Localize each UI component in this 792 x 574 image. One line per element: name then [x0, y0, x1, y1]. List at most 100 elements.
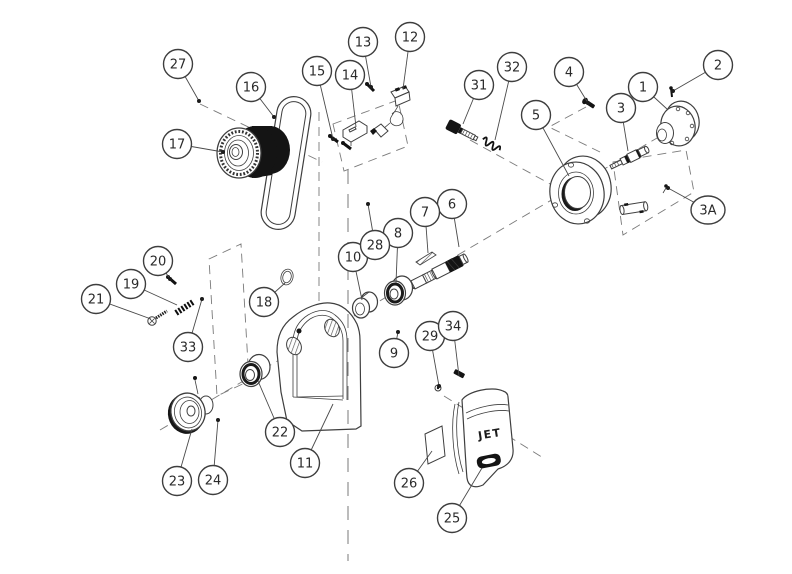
balloon-circle — [605, 92, 637, 124]
balloon-5: 5 — [520, 99, 570, 177]
balloon-25: 25 — [436, 467, 483, 534]
balloon-label: 26 — [401, 477, 418, 492]
balloon-label: 6 — [448, 198, 456, 213]
balloon-circle — [289, 447, 321, 479]
balloon-label: 13 — [355, 36, 372, 51]
balloon-label: 20 — [150, 255, 167, 270]
balloon-4: 4 — [553, 56, 590, 105]
balloon-circle — [393, 467, 425, 499]
balloon-26: 26 — [393, 450, 433, 499]
balloon-29: 29 — [414, 320, 446, 388]
proximity-sensor — [370, 85, 411, 138]
balloon-label: 21 — [88, 293, 105, 308]
o-ring — [280, 268, 294, 286]
roll-pin — [619, 201, 649, 216]
balloon-label: 34 — [445, 320, 462, 335]
balloon-circle — [690, 195, 726, 225]
balloon-circle — [172, 331, 204, 363]
pin-phantom-box — [612, 149, 695, 236]
balloon-circle — [235, 71, 267, 103]
balloon-9: 9 — [378, 330, 410, 369]
balloon-17: 17 — [161, 128, 225, 160]
balloon-28: 28 — [359, 202, 391, 261]
sensor-cable — [389, 105, 404, 127]
plunger-bolt — [445, 119, 479, 142]
balloon-label: 11 — [297, 457, 314, 472]
leader-dot — [221, 150, 225, 154]
leader-dot — [197, 99, 201, 103]
balloon-circle — [520, 99, 552, 131]
balloon-18: 18 — [248, 282, 286, 318]
balloon-circle — [553, 56, 585, 88]
balloon-label: 12 — [402, 31, 419, 46]
balloon-circle — [627, 71, 659, 103]
bearing-8 — [383, 275, 414, 306]
plunger-axis-line — [469, 139, 553, 186]
bushing-10 — [351, 291, 379, 319]
balloon-circle — [378, 337, 410, 369]
leader-dot — [437, 384, 441, 388]
sensor-bracket — [342, 120, 368, 146]
balloon-label: 8 — [394, 227, 402, 242]
balloon-27: 27 — [162, 48, 201, 103]
balloon-3A: 3A — [666, 186, 726, 225]
balloon-circle — [359, 229, 391, 261]
balloon-label: 23 — [169, 475, 186, 490]
leader-dot — [586, 101, 590, 105]
balloon-label: 29 — [422, 330, 439, 345]
balloon-label: 31 — [471, 79, 488, 94]
adjusting-shaft — [609, 145, 650, 170]
leader-dot — [666, 186, 670, 190]
leader-dot — [396, 330, 400, 334]
motor-pulley — [216, 126, 290, 179]
balloon-label: 9 — [390, 347, 398, 362]
balloon-22: 22 — [257, 380, 296, 448]
balloon-label: 2 — [714, 59, 722, 74]
sensor-phantom-box — [332, 99, 409, 172]
balloon-circle — [197, 464, 229, 496]
balloon-circle — [264, 416, 296, 448]
balloon-circle — [161, 465, 193, 497]
hub-flange — [656, 100, 700, 147]
balloon-31: 31 — [462, 69, 495, 125]
screw4-axis — [548, 106, 601, 153]
balloon-label: 3 — [617, 102, 625, 117]
plunger-spring — [482, 136, 502, 151]
screw-2 — [669, 86, 673, 98]
balloon-15: 15 — [301, 55, 335, 141]
handwheel — [167, 392, 214, 434]
balloon-label: 22 — [272, 426, 289, 441]
balloon-7: 7 — [409, 196, 441, 254]
balloon-8: 8 — [382, 217, 414, 284]
leader-dot — [200, 297, 204, 301]
balloon-circle — [161, 128, 193, 160]
balloon-32: 32 — [494, 51, 528, 141]
handwheel-pin — [193, 376, 199, 395]
leader-dot — [272, 115, 276, 119]
balloon-circle — [437, 310, 469, 342]
balloon-circle — [496, 51, 528, 83]
housing — [276, 302, 362, 432]
cover-axis-line — [443, 395, 546, 460]
balloon-circle — [394, 21, 426, 53]
balloon-12: 12 — [394, 21, 426, 90]
balloon-circle — [436, 502, 468, 534]
balloon-34: 34 — [437, 310, 469, 377]
leader-dot — [369, 85, 373, 89]
balloon-24: 24 — [197, 418, 229, 496]
balloon-circle — [80, 283, 112, 315]
balloon-label: 15 — [309, 65, 326, 80]
bracket-screw-15b — [341, 141, 352, 151]
balloon-label: 27 — [170, 58, 187, 73]
balloon-19: 19 — [115, 268, 178, 306]
cover-logo: JET — [476, 426, 502, 443]
balloon-13: 13 — [347, 26, 379, 89]
balloon-14: 14 — [334, 59, 366, 128]
balloon-circle — [142, 245, 174, 277]
balloon-circle — [301, 55, 333, 87]
balloon-circle — [347, 26, 379, 58]
balloon-label: 7 — [421, 206, 429, 221]
